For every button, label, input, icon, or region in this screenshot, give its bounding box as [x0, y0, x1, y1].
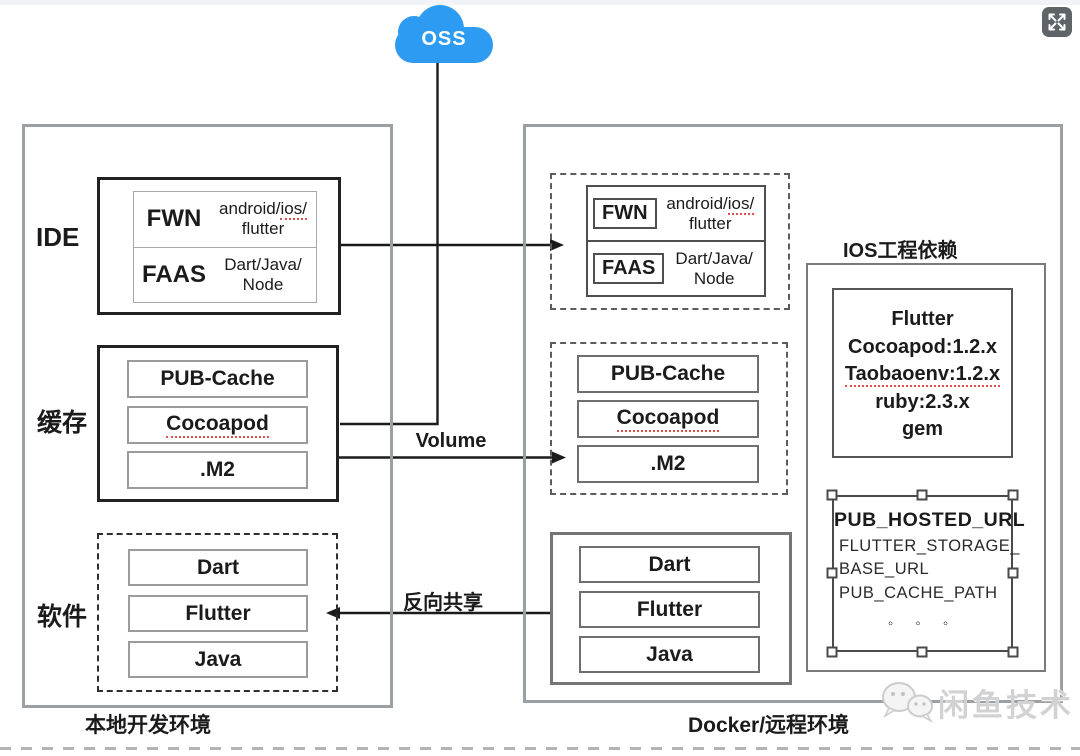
- oss-label: OSS: [421, 28, 467, 50]
- flutter-item: Flutter: [579, 591, 760, 628]
- ios-versions-box: Flutter Cocoapod:1.2.x Taobaoenv:1.2.x r…: [832, 288, 1013, 458]
- oss-cloud: [395, 27, 493, 63]
- docker-env-title: Docker/远程环境: [688, 714, 850, 737]
- local-ide-box: FWN android/ios/ flutter FAAS Dart/Java/…: [97, 177, 341, 315]
- fullscreen-button[interactable]: [1042, 7, 1072, 37]
- bottom-dashed-line: [0, 747, 1080, 750]
- docker-software-box: Dart Flutter Java: [550, 532, 792, 685]
- env-var: FLUTTER_STORAGE_: [839, 536, 1020, 555]
- volume-arrow-label: Volume: [415, 430, 487, 452]
- software-section-label: 软件: [37, 603, 88, 631]
- m2-item: .M2: [127, 451, 308, 489]
- watermark-text: 闲鱼技术: [938, 687, 1074, 723]
- java-item: Java: [128, 641, 308, 678]
- selection-handle[interactable]: [916, 489, 928, 501]
- ios-deps-box: [806, 263, 1046, 672]
- version-line: gem: [901, 418, 944, 440]
- pub-cache-item: PUB-Cache: [577, 355, 759, 393]
- faas-languages: Dart/Java/ Node: [224, 254, 302, 294]
- ide-section-label: IDE: [36, 222, 80, 252]
- m2-item: .M2: [577, 445, 759, 483]
- selection-handle[interactable]: [916, 646, 928, 658]
- env-var: PUB_CACHE_PATH: [839, 583, 998, 602]
- dart-item: Dart: [128, 549, 308, 586]
- table-row: FWN android/ios/ flutter: [588, 187, 764, 240]
- env-var: PUB_HOSTED_URL: [834, 509, 1026, 531]
- table-row: FWN android/ios/ flutter: [134, 192, 316, 247]
- fwn-label: FWN: [146, 205, 202, 233]
- selection-handle[interactable]: [1007, 567, 1019, 579]
- expand-icon: [1048, 13, 1066, 31]
- env-vars-box[interactable]: PUB_HOSTED_URL FLUTTER_STORAGE_ BASE_URL…: [832, 495, 1026, 652]
- arrowhead-right: [552, 451, 566, 464]
- faas-languages: Dart/Java/ Node: [675, 248, 753, 288]
- arrowhead-right: [550, 239, 564, 251]
- top-strip: [0, 0, 1080, 5]
- chat-bubbles-icon: [882, 682, 933, 723]
- cocoapod-item: Cocoapod: [127, 406, 308, 444]
- fwn-faas-table: FWN android/ios/ flutter FAAS Dart/Java/…: [133, 191, 317, 303]
- version-line: Taobaoenv:1.2.x: [844, 363, 1001, 387]
- faas-label: FAAS: [593, 253, 665, 284]
- local-env-box: [22, 124, 393, 708]
- watermark: 闲鱼技术: [878, 679, 1074, 725]
- local-cache-box: PUB-Cache Cocoapod .M2: [97, 345, 339, 502]
- dart-item: Dart: [579, 546, 760, 583]
- java-item: Java: [579, 636, 760, 673]
- selection-handle[interactable]: [1007, 489, 1019, 501]
- cache-section-label: 缓存: [37, 409, 88, 437]
- docker-env-box: [523, 124, 1063, 703]
- fwn-platforms: android/ios/ flutter: [219, 199, 307, 239]
- fwn-label: FWN: [593, 198, 657, 229]
- selection-handle[interactable]: [826, 646, 838, 658]
- table-row: FAAS Dart/Java/ Node: [588, 240, 764, 295]
- reverse-share-arrow-label: 反向共享: [403, 592, 483, 614]
- cocoapod-item: Cocoapod: [577, 400, 759, 438]
- env-var: BASE_URL: [839, 560, 930, 578]
- selection-handle[interactable]: [826, 567, 838, 579]
- faas-label: FAAS: [141, 260, 206, 288]
- flutter-item: Flutter: [128, 595, 308, 632]
- local-env-title: 本地开发环境: [85, 714, 211, 737]
- ellipsis-dots: ◦ ◦ ◦: [887, 614, 958, 632]
- selection-handle[interactable]: [826, 489, 838, 501]
- oss-to-cache-line: [340, 63, 439, 426]
- version-line: ruby:2.3.x: [875, 390, 970, 413]
- local-software-box: Dart Flutter Java: [97, 533, 338, 692]
- fwn-platforms: android/ios/ flutter: [666, 193, 755, 233]
- docker-ide-box: FWN android/ios/ flutter FAAS Dart/Java/…: [550, 173, 790, 310]
- fwn-faas-table: FWN android/ios/ flutter FAAS Dart/Java/…: [586, 185, 766, 297]
- selection-handle[interactable]: [1007, 646, 1019, 658]
- version-line: Flutter: [891, 308, 954, 330]
- docker-cache-box: PUB-Cache Cocoapod .M2: [550, 342, 788, 495]
- pub-cache-item: PUB-Cache: [127, 360, 308, 398]
- ios-deps-title: IOS工程依赖: [843, 240, 958, 262]
- version-line: Cocoapod:1.2.x: [848, 335, 997, 358]
- table-row: FAAS Dart/Java/ Node: [134, 246, 316, 303]
